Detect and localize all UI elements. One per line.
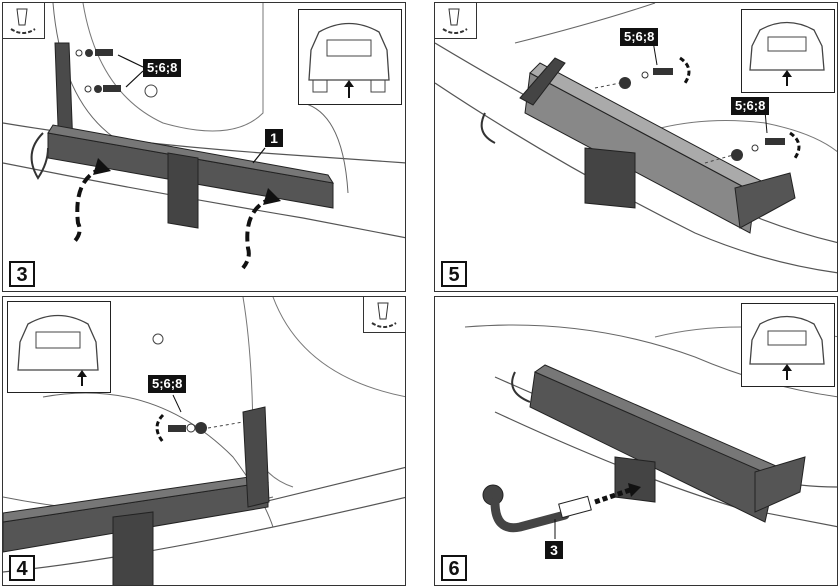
car-rear-view-inset [7,301,111,393]
car-rear-view-icon [749,315,825,380]
step-4-illustration [3,297,405,585]
hardware-callout: 5;6;8 [148,375,187,393]
step-5-illustration [435,3,837,274]
torque-wrench-icon [435,3,477,39]
torque-wrench-icon [3,3,45,39]
step-6-illustration [464,324,837,539]
step-number: 4 [9,555,35,581]
part-callout: 3 [545,541,563,559]
step-number: 3 [9,261,35,287]
hardware-callout: 5;6;8 [143,59,182,77]
hardware-callout-lower: 5;6;8 [731,97,770,115]
part-callout: 1 [265,129,283,147]
step-3-illustration [3,3,405,270]
step-4-panel: 5;6;8 4 [2,296,406,586]
step-5-panel: 5;6;8 5;6;8 5 [434,2,838,292]
step-number: 5 [441,261,467,287]
car-rear-view-inset [741,303,835,387]
car-rear-view-inset [741,9,835,93]
car-rear-view-inset [298,9,402,105]
car-rear-view-icon [749,21,825,86]
car-rear-view-icon [308,22,390,98]
bolt-icon [75,49,113,57]
hardware-callout-upper: 5;6;8 [620,28,659,46]
step-number: 6 [441,555,467,581]
step-3-panel: 5;6;8 1 3 [2,2,406,292]
car-rear-view-icon [17,314,99,386]
torque-wrench-icon [363,297,405,333]
step-6-panel: 3 6 [434,296,838,586]
